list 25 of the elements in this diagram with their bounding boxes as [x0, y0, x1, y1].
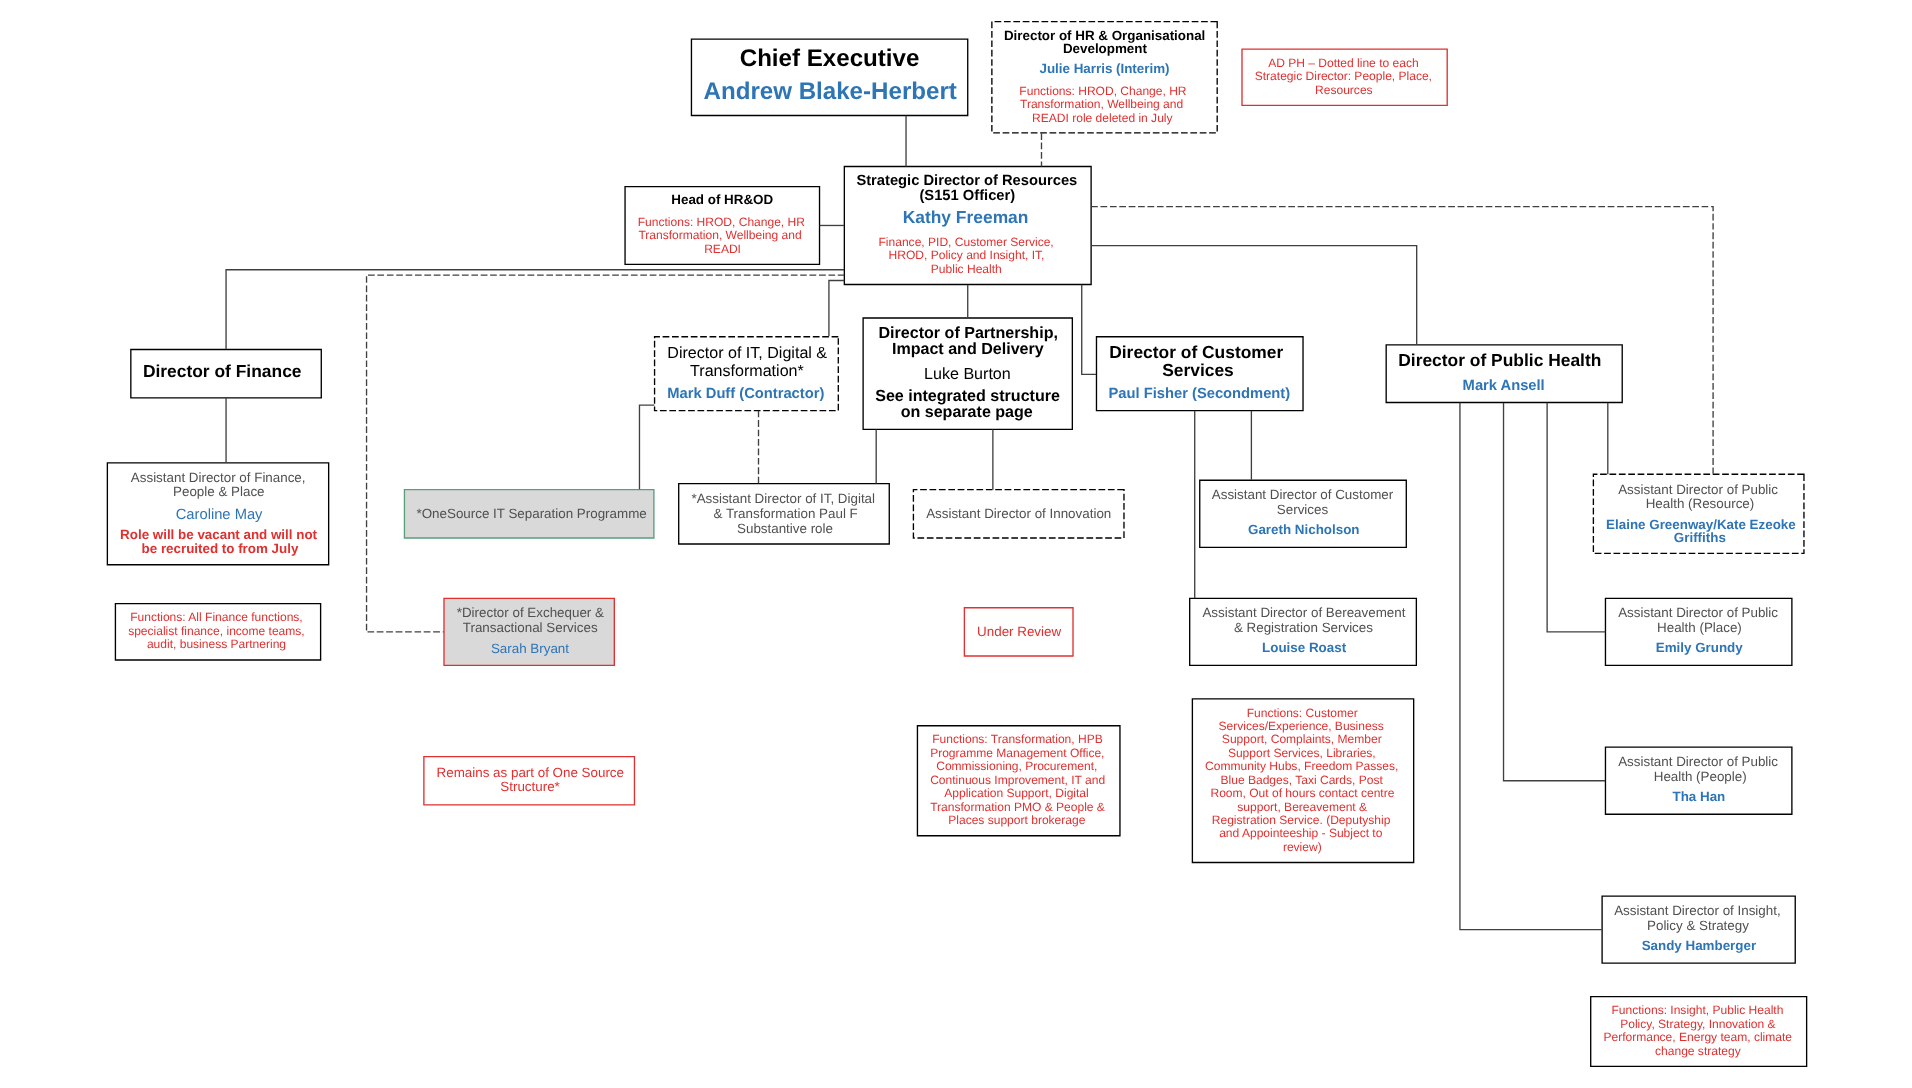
- connector: [1089, 244, 1417, 346]
- connector: [818, 224, 844, 227]
- node-box: Director of Public Health Mark Ansell: [1384, 344, 1622, 404]
- connector: [1501, 402, 1605, 782]
- connector: [874, 428, 876, 485]
- node-box: Director of Customer Services Paul Fisher (Secondment): [1094, 336, 1303, 412]
- connector: [224, 397, 226, 464]
- connector: [1193, 410, 1195, 599]
- connector: [904, 115, 906, 168]
- connector: [991, 428, 993, 491]
- connector: [224, 269, 844, 350]
- connector: [1080, 284, 1096, 375]
- connector: [364, 274, 844, 633]
- connector: [1089, 206, 1713, 475]
- connector: [756, 410, 759, 485]
- connector: [1606, 402, 1608, 475]
- connector: [827, 279, 844, 337]
- connector: [1458, 402, 1602, 931]
- connector: [966, 284, 968, 319]
- node-box: Chief Executive Andrew Blake-Herbert: [689, 38, 968, 117]
- connector: [637, 404, 654, 490]
- node-box: Director of Finance: [129, 348, 321, 399]
- connector: [1039, 132, 1042, 168]
- connector: [1249, 410, 1252, 481]
- connector: [1545, 402, 1605, 633]
